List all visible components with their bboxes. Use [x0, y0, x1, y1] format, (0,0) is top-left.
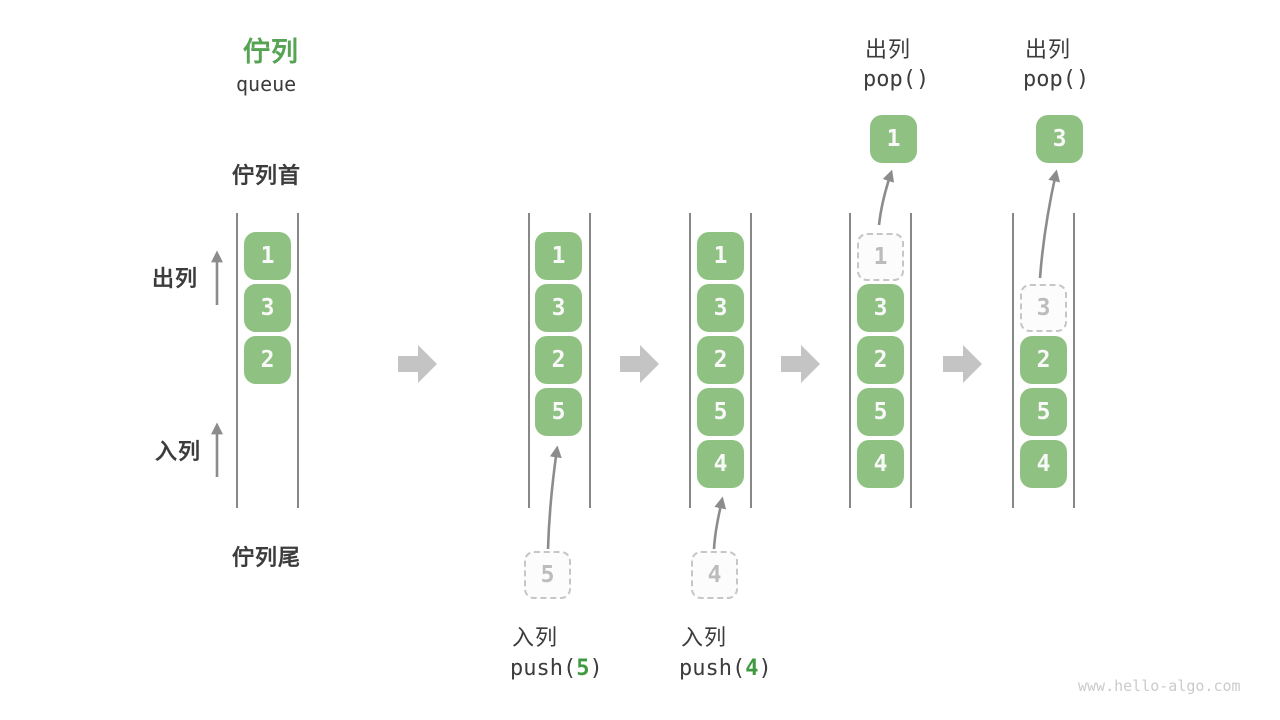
dequeue-side-label: 出列: [152, 267, 199, 292]
push-op-code: push(4): [679, 656, 772, 681]
push-op-label: 入列: [512, 626, 559, 651]
push-ghost-cell: 4: [691, 551, 738, 599]
queue-cell: 3: [697, 284, 744, 332]
queue-rear-label: 佇列尾: [232, 546, 302, 571]
push-ghost-cell: 5: [524, 551, 571, 599]
queue-cell: 4: [1020, 440, 1067, 488]
step-arrow-icon: [398, 345, 437, 383]
push-code-pre: push(: [679, 656, 746, 681]
push4-arrow-icon: [712, 496, 727, 550]
queue-walls: [236, 213, 1075, 508]
queue-cell: 4: [697, 440, 744, 488]
queue-cell: 2: [697, 336, 744, 384]
queue-cell: 5: [697, 388, 744, 436]
queue-cell: 4: [857, 440, 904, 488]
pop-op-code: pop(): [863, 67, 930, 92]
popped-ghost-cell: 3: [1020, 284, 1067, 332]
queue-cell: 2: [1020, 336, 1067, 384]
pop1-arrow-icon: [877, 169, 895, 226]
diagram-title-en: queue: [236, 72, 297, 96]
push5-arrow-icon: [546, 445, 562, 550]
step-arrow-icon: [620, 345, 659, 383]
push-code-arg: 4: [745, 656, 759, 681]
queue-cell: 5: [535, 388, 582, 436]
queue-cell: 2: [535, 336, 582, 384]
site-watermark: www.hello-algo.com: [1078, 677, 1241, 695]
queue-cell: 3: [244, 284, 291, 332]
pop-op-code: pop(): [1023, 67, 1090, 92]
popped-value-cell: 3: [1036, 115, 1083, 163]
push-op-code: push(5): [510, 656, 603, 681]
queue-cell: 5: [857, 388, 904, 436]
pop3-arrow-icon: [1038, 169, 1061, 279]
pop-op-label: 出列: [865, 38, 912, 63]
queue-front-label: 佇列首: [232, 164, 302, 189]
queue-cell: 1: [244, 232, 291, 280]
popped-ghost-cell: 1: [857, 233, 904, 281]
push-code-post: ): [589, 656, 603, 681]
push-code-post: ): [758, 656, 772, 681]
pop-op-label: 出列: [1025, 38, 1072, 63]
push-code-arg: 5: [576, 656, 590, 681]
popped-value-cell: 1: [870, 115, 917, 163]
push-code-pre: push(: [510, 656, 577, 681]
diagram-title-zh: 佇列: [243, 37, 299, 68]
queue-cell: 2: [244, 336, 291, 384]
queue-cell: 3: [535, 284, 582, 332]
step-arrow-icon: [943, 345, 982, 383]
queue-cell: 2: [857, 336, 904, 384]
flow-arrows: [211, 169, 1061, 550]
step-arrow-icon: [781, 345, 820, 383]
queue-cell: 1: [535, 232, 582, 280]
queue-cell: 5: [1020, 388, 1067, 436]
push-op-label: 入列: [681, 626, 728, 651]
enqueue-side-label: 入列: [155, 440, 202, 465]
queue-cell: 3: [857, 284, 904, 332]
step-arrows: [398, 345, 982, 383]
queue-cell: 1: [697, 232, 744, 280]
